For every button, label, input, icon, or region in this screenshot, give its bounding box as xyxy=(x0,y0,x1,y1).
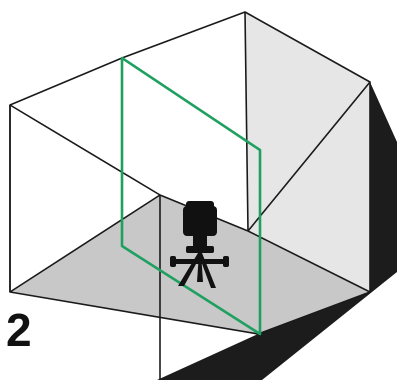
step-number: 2 xyxy=(6,304,32,356)
extrusion-shadow xyxy=(157,82,397,380)
right-wall xyxy=(245,12,370,292)
laser-plane-line xyxy=(120,56,262,336)
laser-level-icon xyxy=(170,201,229,288)
floor xyxy=(10,195,370,334)
room-edges xyxy=(9,11,371,380)
back-wall xyxy=(122,12,248,231)
